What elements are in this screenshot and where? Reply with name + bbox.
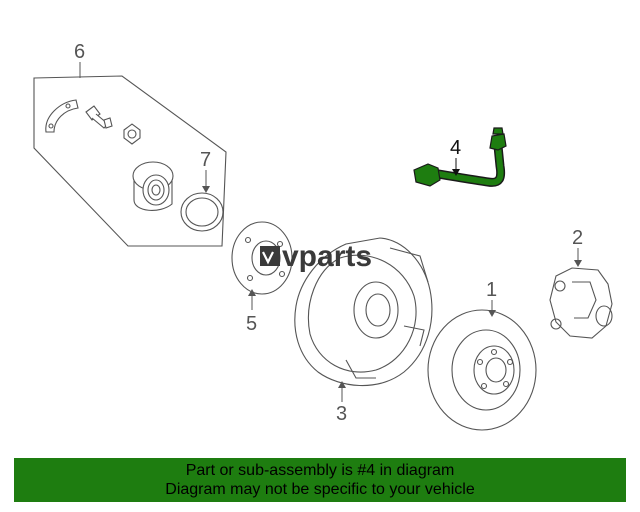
watermark-logo: vparts (260, 240, 372, 273)
snap-ring-part (180, 192, 224, 232)
leader-5-arrow (248, 289, 256, 296)
bolt-part (85, 105, 113, 129)
clip-part (45, 99, 79, 133)
bearing-part (132, 161, 174, 211)
banner-line-2: Diagram may not be specific to your vehi… (165, 481, 475, 498)
leader-1-arrow (488, 310, 496, 317)
part-3-dust-shield (294, 237, 433, 387)
part-6-kit-panel (33, 75, 227, 247)
part-1-rotor (427, 309, 537, 431)
leader-7-arrow (202, 186, 210, 193)
leader-2-arrow (574, 260, 582, 267)
callout-4[interactable]: 4 (450, 137, 461, 159)
part-2-caliper (549, 267, 613, 339)
leader-4-arrow (452, 169, 460, 176)
callout-1[interactable]: 1 (486, 279, 497, 301)
watermark-logo-check (262, 251, 274, 265)
callout-5[interactable]: 5 (246, 313, 257, 335)
callout-6[interactable]: 6 (74, 41, 85, 63)
banner-line-1: Part or sub-assembly is #4 in diagram (185, 462, 455, 479)
info-banner: Part or sub-assembly is #4 in diagram Di… (14, 458, 626, 502)
callout-7[interactable]: 7 (200, 149, 211, 171)
part-4-brake-hose (413, 127, 507, 187)
callout-3[interactable]: 3 (336, 403, 347, 425)
nut-part (123, 123, 141, 145)
watermark-text: vparts (282, 240, 372, 273)
callout-2[interactable]: 2 (572, 227, 583, 249)
leader-3-arrow (338, 381, 346, 388)
